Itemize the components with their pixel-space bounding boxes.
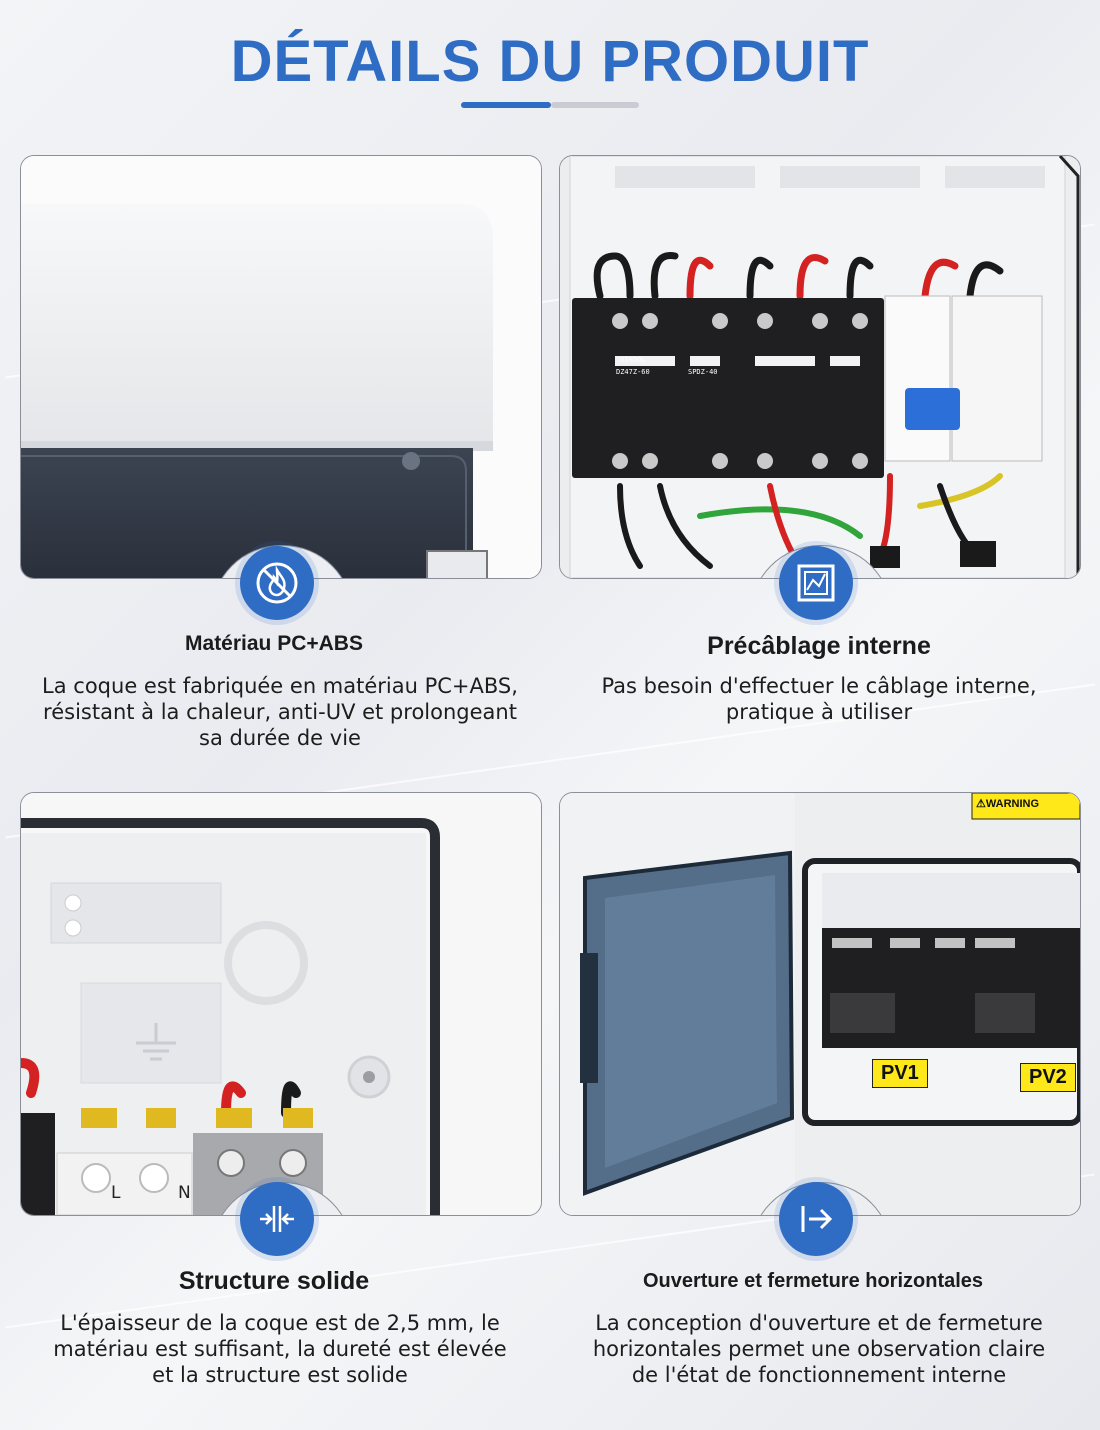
open-enclosure-door: [560, 793, 1080, 1215]
wiring-panel-badge: [779, 546, 853, 620]
feature-description: La conception d'ouverture et de fermetur…: [592, 1311, 1046, 1387]
title-underline-grey: [551, 102, 639, 108]
open-door-arrow-badge: [779, 1182, 853, 1256]
feature-image-prewiring: DIHOOL DZ47Z-60 SPDZ-40: [559, 155, 1081, 579]
feature-description: La coque est fabriquée en matériau PC+AB…: [42, 674, 518, 750]
module-brand-label: DIHOOL: [620, 356, 646, 364]
terminal-label-l: L: [111, 1183, 121, 1203]
warning-label: ⚠WARNING: [976, 798, 1040, 810]
feature-image-opening: ⚠WARNING PV1 PV2: [559, 792, 1081, 1216]
enclosure-lid-illustration: [21, 156, 541, 578]
distribution-box-interior: [560, 156, 1080, 578]
enclosure-corner-closeup: [21, 793, 541, 1215]
feature-heading: Structure solide: [178, 1267, 370, 1295]
feature-description: L'épaisseur de la coque est de 2,5 mm, l…: [53, 1311, 507, 1387]
flame-resistant-icon: [256, 562, 298, 604]
pv1-tag: PV1: [872, 1059, 928, 1088]
flame-resistant-badge: [240, 546, 314, 620]
breaker-model-label: DZ47Z-60: [616, 368, 650, 376]
feature-description: Pas besoin d'effectuer le câblage intern…: [601, 674, 1037, 724]
feature-heading: Ouverture et fermeture horizontales: [642, 1270, 984, 1292]
feature-heading: Précâblage interne: [707, 632, 931, 660]
spd-model-label: SPDZ-40: [688, 368, 718, 376]
feature-image-structure: L N: [20, 792, 542, 1216]
feature-heading: Matériau PC+ABS: [185, 632, 363, 655]
wiring-panel-icon: [797, 564, 835, 602]
compress-arrows-icon: [260, 1206, 294, 1232]
terminal-label-n: N: [178, 1183, 191, 1203]
open-door-arrow-icon: [801, 1206, 833, 1232]
feature-image-material: [20, 155, 542, 579]
title-underline-accent: [461, 102, 551, 108]
compress-arrows-badge: [240, 1182, 314, 1256]
page-title: DÉTAILS DU PRODUIT: [230, 29, 870, 94]
pv2-tag: PV2: [1020, 1063, 1076, 1092]
